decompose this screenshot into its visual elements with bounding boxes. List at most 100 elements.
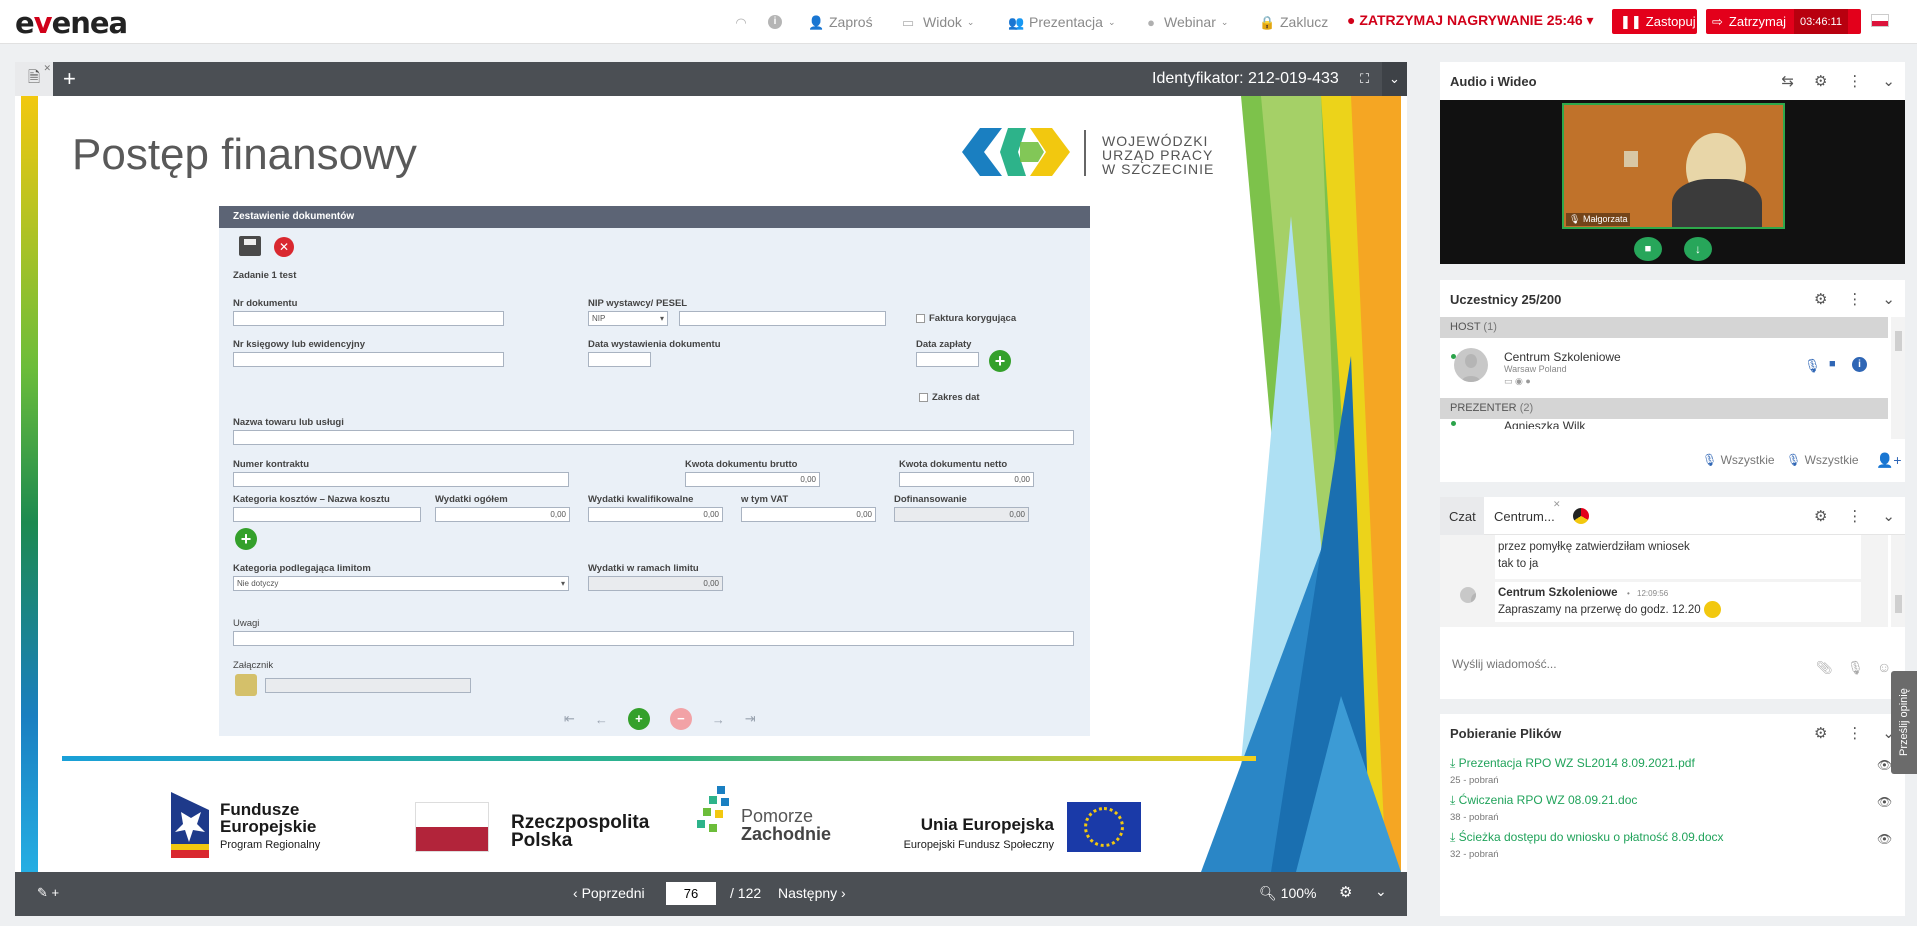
camera-icon[interactable]: ■: [1829, 358, 1836, 370]
settings-gear-icon[interactable]: ⚙: [1813, 508, 1828, 525]
webinar-menu[interactable]: ●Webinar⌄: [1143, 0, 1228, 44]
evenea-logo[interactable]: evenea: [15, 6, 128, 40]
video-area: 🎙︎ Małgorzata ■ ↓: [1440, 100, 1905, 264]
feedback-button[interactable]: Prześlij opinię: [1891, 671, 1917, 774]
eye-icon[interactable]: 👁︎: [1877, 795, 1893, 809]
collapse-chevron-icon[interactable]: ⌄: [1382, 62, 1407, 96]
slide-title: Postęp finansowy: [72, 130, 417, 179]
layout-icon: ▭: [901, 15, 915, 30]
settings-gear-icon[interactable]: ⚙: [1339, 884, 1353, 901]
eye-icon[interactable]: 👁︎: [1877, 758, 1893, 772]
camera-toggle-icon[interactable]: ■: [1634, 237, 1662, 261]
settings-gear-icon[interactable]: ⚙: [1813, 73, 1828, 90]
mute-all-video-button[interactable]: 🎙︎ Wszystkie: [1786, 453, 1859, 467]
file-download-link[interactable]: ⤓ Prezentacja RPO WZ SL2014 8.09.2021.pd…: [1450, 756, 1695, 770]
slide: Postęp finansowy WOJEWÓDZKI URZĄD PRACY …: [21, 96, 1401, 872]
fullscreen-icon[interactable]: ⛶: [1360, 71, 1370, 86]
participants-panel: Uczestnicy 25/200 ⚙ ⋮ ⌄ HOST (1) Centrum…: [1440, 280, 1905, 482]
collapse-chevron-icon[interactable]: ⌄: [1882, 508, 1895, 525]
info-icon[interactable]: i: [1852, 357, 1867, 372]
file-download-link[interactable]: ⤓ Ścieżka dostępu do wniosku o płatność …: [1450, 830, 1724, 844]
prev-slide-button[interactable]: ‹ Poprzedni: [573, 885, 645, 901]
stop-recording-button[interactable]: ● ZATRZYMAJ NAGRYWANIE 25:46 ▾: [1347, 12, 1594, 28]
add-icon: +: [627, 708, 650, 730]
prev-icon: ←: [594, 711, 608, 727]
pause-button[interactable]: ❚❚Zastopuj: [1612, 9, 1697, 34]
chat-messages: przez pomyłkę zatwierdziłam wniosek tak …: [1440, 535, 1888, 627]
last-page-icon: ⇥: [744, 711, 756, 726]
presenter-group-header[interactable]: PREZENTER (2): [1440, 398, 1888, 419]
add-tab-button[interactable]: +: [63, 66, 76, 91]
device-icons: ▭ ◉ ●: [1504, 376, 1531, 386]
add-user-icon: 👤: [808, 15, 825, 30]
presentation-header: 🗎✕ + Identyfikator: 212-019-433 ⛶ ⌄: [15, 62, 1407, 96]
message-time: 12:09:56: [1637, 589, 1669, 598]
private-chat-tab[interactable]: Centrum...: [1494, 509, 1555, 524]
download-icon: ⤓: [1450, 756, 1456, 770]
participants-scrollbar[interactable]: [1891, 317, 1905, 439]
audio-video-panel: Audio i Wideo ⇆ ⚙ ⋮ ⌄ 🎙︎ Małgorzata ■ ↓: [1440, 62, 1905, 264]
lock-button[interactable]: 🔒Zaklucz: [1259, 14, 1329, 30]
more-vertical-icon[interactable]: ⋮: [1847, 725, 1863, 742]
chat-tab[interactable]: Czat: [1440, 497, 1484, 535]
view-menu[interactable]: ▭Widok⌄: [898, 0, 975, 44]
annotate-pen-icon[interactable]: ✎ +: [37, 885, 60, 900]
swap-icon[interactable]: ⇆: [1781, 73, 1794, 90]
message-author: Centrum Szkoleniowe: [1498, 587, 1618, 599]
chat-scrollbar[interactable]: [1891, 535, 1905, 627]
pomorze-logo-icon: [697, 786, 729, 832]
mic-toggle-icon[interactable]: ↓: [1684, 237, 1712, 261]
more-vertical-icon[interactable]: ⋮: [1847, 291, 1863, 308]
presentation-footer: ✎ + ‹ Poprzedni / 122 Następny › 🔍︎ 100%…: [15, 872, 1407, 916]
presentation-menu[interactable]: 👥Prezentacja⌄: [1008, 14, 1116, 30]
collapse-chevron-icon[interactable]: ⌄: [1882, 291, 1895, 308]
session-timer: 03:46:11: [1793, 9, 1848, 34]
wifi-icon[interactable]: ◠: [735, 15, 747, 30]
first-page-icon: ⇤: [564, 711, 575, 726]
settings-gear-icon[interactable]: ⚙: [1813, 291, 1828, 308]
zoom-control[interactable]: 🔍︎ 100%: [1259, 885, 1317, 901]
collapse-chevron-icon[interactable]: ⌄: [1882, 73, 1895, 90]
webinar-icon: ●: [1147, 15, 1155, 30]
page-number-input[interactable]: [666, 882, 716, 905]
attach-icon[interactable]: 📎︎: [1816, 660, 1833, 675]
next-slide-button[interactable]: Następny ›: [778, 885, 846, 901]
settings-gear-icon[interactable]: ⚙: [1813, 725, 1828, 742]
more-vertical-icon[interactable]: ⋮: [1847, 73, 1863, 90]
participants-title: Uczestnicy 25/200: [1450, 291, 1562, 307]
close-tab-icon[interactable]: ✕: [43, 63, 51, 73]
message-text: Zapraszamy na przerwę do godz. 12.20: [1498, 604, 1701, 616]
add-participant-icon[interactable]: 👤+: [1876, 452, 1902, 468]
wup-logo-icon: [962, 128, 1086, 176]
smiley-icon: [1704, 601, 1721, 618]
document-icon: 🗎: [27, 68, 41, 86]
file-download-link[interactable]: ⤓ Ćwiczenia RPO WZ 08.09.21.doc: [1450, 793, 1638, 807]
mute-all-audio-button[interactable]: 🎙︎ Wszystkie: [1702, 453, 1775, 467]
emoji-icon[interactable]: ☺: [1877, 659, 1892, 675]
host-group-header[interactable]: HOST (1): [1440, 317, 1888, 338]
av-title: Audio i Wideo: [1450, 73, 1537, 89]
presenter-name: Agnieszka Wilk: [1504, 419, 1586, 429]
polish-flag-icon[interactable]: [1871, 14, 1889, 27]
info-icon[interactable]: i: [768, 0, 782, 44]
stop-button[interactable]: ⇨Zatrzymaj 03:46:11: [1706, 9, 1861, 34]
mic-icon: 🎙︎: [1569, 214, 1581, 224]
document-tab[interactable]: 🗎✕: [15, 62, 53, 96]
presenter-icon: 👥: [1008, 15, 1025, 30]
collapse-chevron-icon[interactable]: ⌄: [1375, 883, 1387, 899]
fundusze-logo-icon: [171, 792, 209, 858]
eye-icon[interactable]: 👁︎: [1877, 832, 1893, 846]
next-icon: →: [711, 711, 725, 727]
chat-message-input[interactable]: [1440, 641, 1905, 699]
invite-button[interactable]: 👤Zaproś: [808, 14, 873, 30]
exit-icon: ⇨: [1712, 13, 1723, 29]
mic-icon[interactable]: 🎙︎: [1804, 358, 1821, 373]
speaker-video[interactable]: 🎙︎ Małgorzata: [1562, 103, 1785, 229]
close-tab-icon[interactable]: ✕: [1553, 499, 1561, 509]
more-vertical-icon[interactable]: ⋮: [1847, 508, 1863, 525]
chat-panel: Czat Centrum... ✕ ⚙ ⋮ ⌄ przez pomyłkę za…: [1440, 497, 1905, 699]
mic-icon[interactable]: 🎙︎: [1847, 660, 1864, 675]
